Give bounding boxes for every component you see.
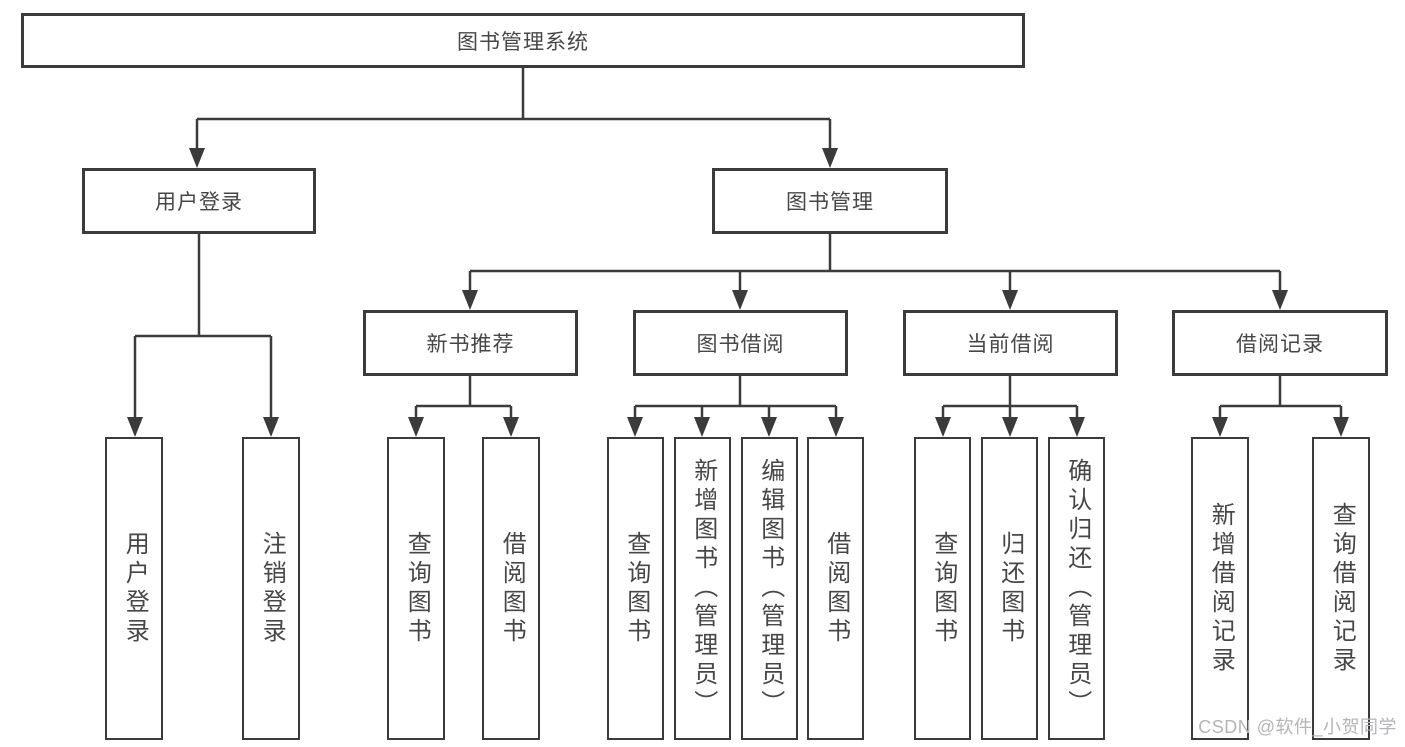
node-borrowing-records: 借阅记录: [1172, 310, 1388, 376]
node-leaf-confirm-return-admin-label: 确认归还（管理员）: [1063, 458, 1091, 719]
node-leaf-return-books: 归还图书: [981, 437, 1038, 740]
node-book-management: 图书管理: [712, 168, 948, 234]
node-current-borrowing: 当前借阅: [903, 310, 1118, 376]
node-leaf-edit-books-admin-label: 编辑图书（管理员）: [756, 458, 784, 719]
node-leaf-borrow-books-2: 借阅图书: [807, 437, 864, 740]
node-borrowing-records-label: 借阅记录: [1236, 333, 1324, 356]
node-leaf-add-borrow-record-label: 新增借阅记录: [1207, 501, 1235, 676]
node-leaf-query-borrow-record: 查询借阅记录: [1312, 437, 1370, 740]
node-leaf-logout: 注销登录: [242, 437, 300, 740]
node-leaf-query-borrow-record-label: 查询借阅记录: [1328, 501, 1356, 676]
node-leaf-edit-books-admin: 编辑图书（管理员）: [741, 437, 798, 740]
node-leaf-query-books-2: 查询图书: [607, 437, 664, 740]
node-new-book-recommend-label: 新书推荐: [426, 333, 515, 356]
node-book-borrowing-label: 图书借阅: [696, 333, 785, 356]
node-leaf-borrow-books-1-label: 借阅图书: [498, 530, 526, 647]
node-new-book-recommend: 新书推荐: [363, 310, 578, 376]
node-leaf-logout-label: 注销登录: [258, 530, 286, 647]
node-leaf-borrow-books-1: 借阅图书: [482, 437, 540, 740]
node-book-borrowing: 图书借阅: [633, 310, 848, 376]
node-leaf-query-books-3: 查询图书: [914, 437, 971, 740]
node-leaf-user-login-label: 用户登录: [121, 530, 149, 647]
node-leaf-borrow-books-2-label: 借阅图书: [822, 530, 850, 647]
node-root-label: 图书管理系统: [457, 30, 589, 54]
node-book-management-label: 图书管理: [786, 191, 874, 214]
node-leaf-add-borrow-record: 新增借阅记录: [1191, 437, 1249, 740]
node-leaf-query-books-1: 查询图书: [387, 437, 445, 740]
node-leaf-return-books-label: 归还图书: [996, 530, 1024, 647]
node-leaf-query-books-3-label: 查询图书: [929, 530, 957, 647]
node-leaf-query-books-1-label: 查询图书: [403, 530, 431, 647]
node-leaf-add-books-admin: 新增图书（管理员）: [674, 437, 731, 740]
node-current-borrowing-label: 当前借阅: [966, 333, 1055, 356]
node-leaf-user-login: 用户登录: [105, 437, 163, 740]
node-user-login: 用户登录: [82, 168, 316, 234]
node-leaf-query-books-2-label: 查询图书: [622, 530, 650, 647]
node-root: 图书管理系统: [21, 13, 1025, 68]
node-user-login-label: 用户登录: [155, 191, 243, 214]
node-leaf-add-books-admin-label: 新增图书（管理员）: [689, 458, 717, 719]
csdn-watermark: CSDN @软件_小贺同学: [1198, 717, 1397, 737]
node-leaf-confirm-return-admin: 确认归还（管理员）: [1048, 437, 1105, 740]
